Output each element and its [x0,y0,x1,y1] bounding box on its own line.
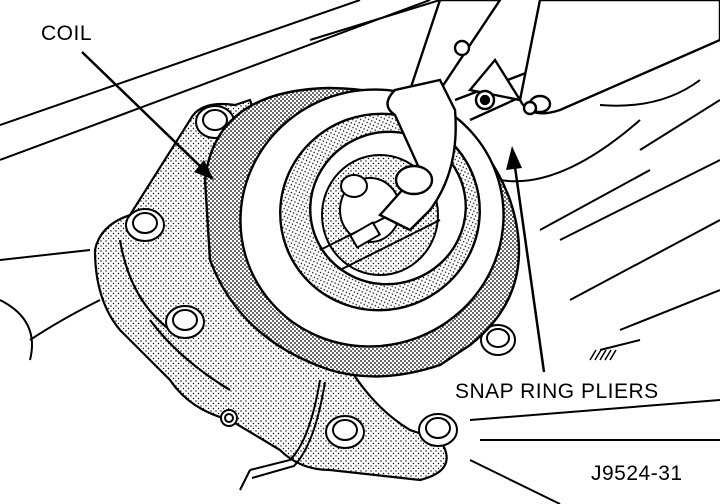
snap-ring-pliers [378,0,720,232]
bolt-4 [325,415,365,449]
coil-label: COIL [41,22,93,45]
hatch-mark [589,349,617,361]
bolt-2 [125,208,165,242]
bolt-3 [165,305,205,339]
coil-wire-lead [239,379,326,491]
snap-ring-pliers-label: SNAP RING PLIERS [455,380,659,403]
bolt-6 [480,324,516,356]
bolt-5 [418,413,458,447]
pliers-leader-arrow [506,146,546,373]
coil-leader-arrow [81,51,214,180]
figure-id-label: J9524-31 [591,462,683,485]
small-washer [220,409,238,427]
